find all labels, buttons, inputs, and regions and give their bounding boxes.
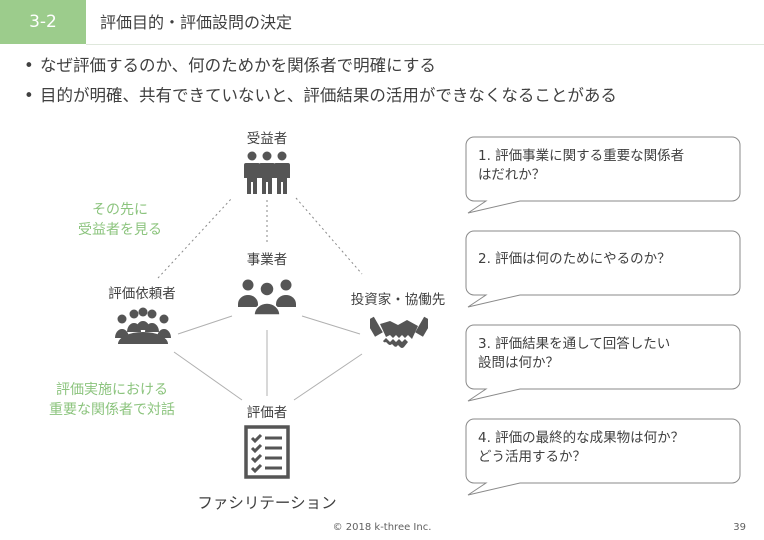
handshake-icon <box>370 316 428 348</box>
node-label-beneficiary: 受益者 <box>246 131 288 147</box>
slide-title: 評価目的・評価設問の決定 <box>100 13 293 32</box>
bullet-item: • なぜ評価するのか、何のためかを関係者で明確にする <box>24 52 436 76</box>
line-requester-operator <box>177 315 233 335</box>
meeting-table-icon <box>115 307 171 344</box>
speech-bubble-1 <box>465 136 741 214</box>
note-see-beyond: その先に 受益者を見る <box>78 200 162 240</box>
checklist-icon <box>244 425 290 479</box>
line-operator-investor <box>301 315 361 335</box>
question-2: 2. 評価は何のためにやるのか？ <box>478 250 728 269</box>
page-number: 39 <box>733 522 746 533</box>
note-line: 重要な関係者で対話 <box>49 402 175 418</box>
node-label-investor: 投資家・協働先 <box>350 292 446 308</box>
node-label-requester: 評価依頼者 <box>108 286 176 302</box>
question-line: 3. 評価結果を通して回答したい <box>478 336 671 352</box>
bullet-text: 目的が明確、共有できていないと、評価結果の活用ができなくなることがある <box>40 86 617 105</box>
question-line: どう活用するか？ <box>478 449 586 465</box>
note-dialogue: 評価実施における 重要な関係者で対話 <box>49 380 175 420</box>
slide-number-badge: 3-2 <box>0 0 86 44</box>
note-line: 受益者を見る <box>78 222 162 238</box>
line-requester-evaluator <box>173 351 243 401</box>
question-3: 3. 評価結果を通して回答したい 設問は何か？ <box>478 335 728 373</box>
question-line: 2. 評価は何のためにやるのか？ <box>478 251 671 267</box>
node-label-evaluator: 評価者 <box>246 405 288 421</box>
title-divider <box>86 44 764 45</box>
speech-bubble-4 <box>465 418 741 496</box>
note-line: 評価実施における <box>56 382 168 398</box>
bullet-dot: • <box>24 86 34 105</box>
question-line: 1. 評価事業に関する重要な関係者 <box>478 148 685 164</box>
question-line: はだれか？ <box>478 167 546 183</box>
question-line: 設問は何か？ <box>478 355 559 371</box>
bullet-dot: • <box>24 56 34 75</box>
people-standing-icon <box>244 151 290 194</box>
footer-copyright: © 2018 k-three Inc. <box>332 522 432 533</box>
users-group-icon <box>238 279 296 316</box>
dotted-line-investor-beneficiary <box>295 197 363 275</box>
question-line: 4. 評価の最終的な成果物は何か？ <box>478 430 685 446</box>
question-1: 1. 評価事業に関する重要な関係者 はだれか？ <box>478 147 728 185</box>
speech-bubble-3 <box>465 324 741 402</box>
bullet-item: • 目的が明確、共有できていないと、評価結果の活用ができなくなることがある <box>24 82 617 106</box>
dotted-line-requester-beneficiary <box>157 197 233 279</box>
facilitation-label: ファシリテーション <box>197 494 337 512</box>
line-investor-evaluator <box>293 353 363 401</box>
speech-bubble-2 <box>465 230 741 308</box>
question-4: 4. 評価の最終的な成果物は何か？ どう活用するか？ <box>478 429 728 467</box>
bullet-text: なぜ評価するのか、何のためかを関係者で明確にする <box>40 56 436 75</box>
note-line: その先に <box>92 202 148 218</box>
node-label-operator: 事業者 <box>246 252 288 268</box>
